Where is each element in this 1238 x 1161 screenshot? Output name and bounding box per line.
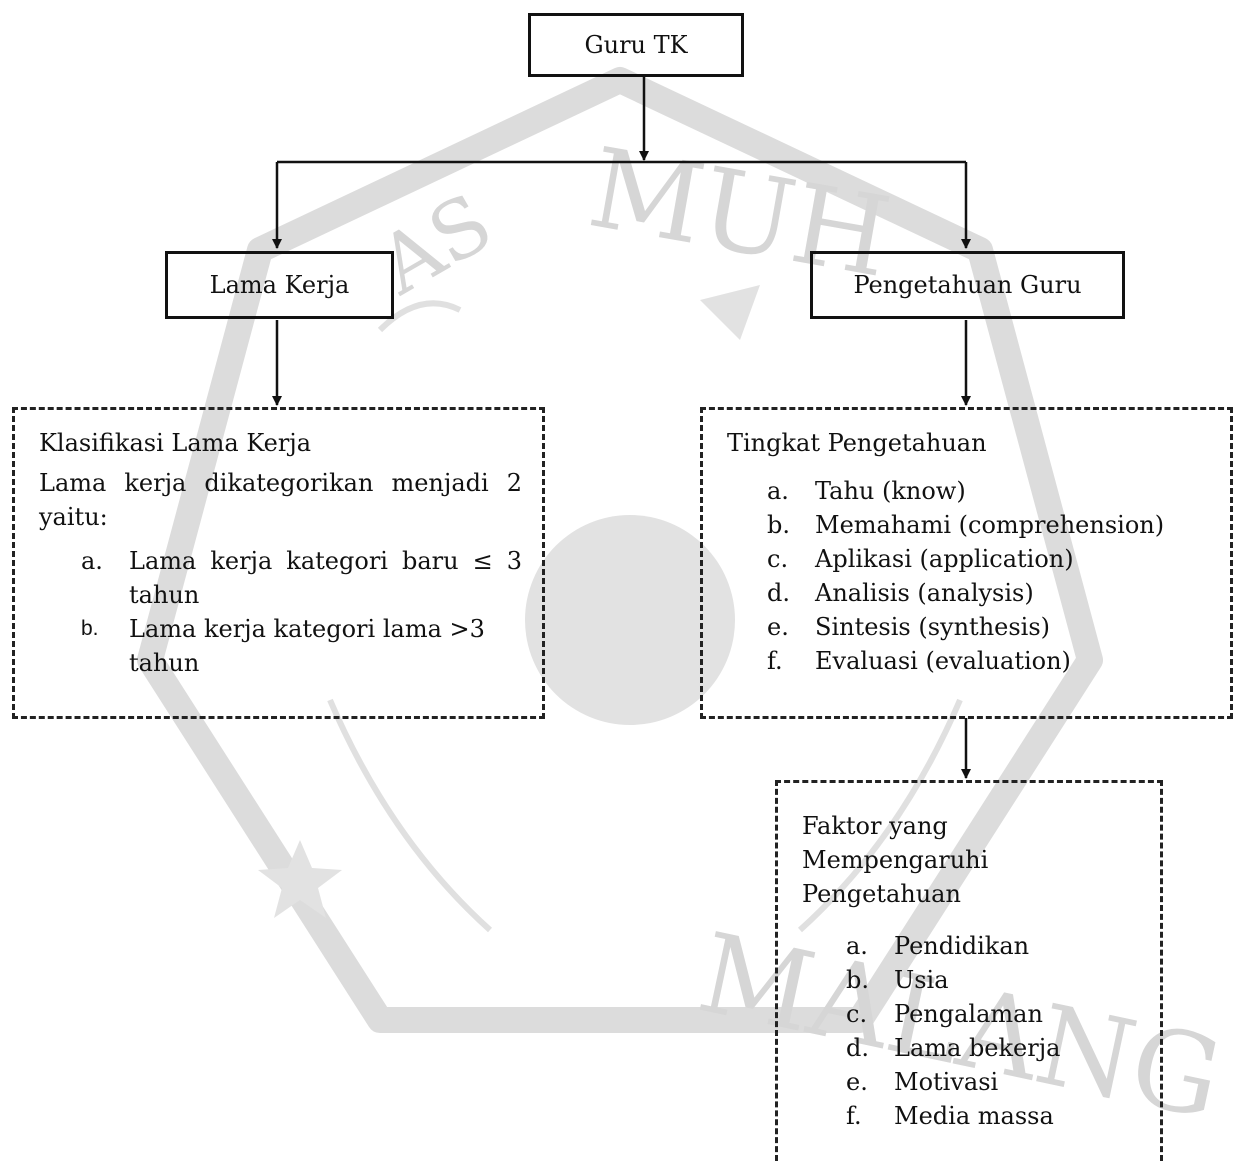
list-marker: d.	[846, 1034, 869, 1062]
faktor-list: a. Pendidikan b. Usia c. Pengalaman d. Lama …	[802, 929, 1140, 1133]
list-text: Usia	[894, 966, 949, 994]
klasifikasi-heading: Klasifikasi Lama Kerja	[39, 429, 312, 457]
list-item: b. Lama kerja kategori lama >3 tahun	[81, 612, 522, 680]
list-text: Lama kerja kategori baru ≤ 3 tahun	[129, 547, 522, 609]
klasifikasi-lama-kerja-box: Klasifikasi Lama Kerja Lama kerja dikate…	[12, 407, 545, 719]
list-marker: b.	[846, 966, 869, 994]
list-text: Pengalaman	[894, 1000, 1043, 1028]
root-node: Guru TK	[528, 13, 744, 77]
lama-kerja-label: Lama Kerja	[209, 271, 350, 299]
faktor-pengetahuan-box: Faktor yang Mempengaruhi Pengetahuan a. P…	[775, 780, 1163, 1161]
list-item: e. Sintesis (synthesis)	[767, 610, 1210, 644]
tingkat-list: a. Tahu (know) b. Memahami (comprehension)…	[727, 474, 1210, 678]
list-text: Pendidikan	[894, 932, 1030, 960]
list-marker: c.	[846, 1000, 868, 1028]
list-marker: a.	[767, 477, 789, 505]
tingkat-pengetahuan-box: Tingkat Pengetahuan a. Tahu (know) b. Mema…	[700, 407, 1233, 719]
list-item: d. Lama bekerja	[846, 1031, 1140, 1065]
lama-kerja-node: Lama Kerja	[165, 251, 394, 319]
list-item: a. Lama kerja kategori baru ≤ 3 tahun	[81, 544, 522, 612]
list-text: Lama kerja kategori lama >3 tahun	[129, 615, 485, 677]
list-marker: a.	[846, 932, 868, 960]
list-item: a. Tahu (know)	[767, 474, 1210, 508]
list-marker: b.	[767, 511, 790, 539]
pengetahuan-guru-label: Pengetahuan Guru	[853, 271, 1082, 299]
faktor-heading: Faktor yang Mempengaruhi Pengetahuan	[802, 812, 989, 908]
list-marker: c.	[767, 545, 789, 573]
tingkat-heading: Tingkat Pengetahuan	[727, 429, 987, 457]
list-text: Aplikasi (application)	[815, 545, 1074, 573]
list-item: c. Aplikasi (application)	[767, 542, 1210, 576]
list-marker: f.	[846, 1102, 862, 1130]
list-text: Evaluasi (evaluation)	[815, 647, 1071, 675]
lama-kerja-list: a. Lama kerja kategori baru ≤ 3 tahun b.…	[39, 544, 522, 680]
list-text: Analisis (analysis)	[815, 579, 1034, 607]
list-marker: f.	[767, 647, 783, 675]
list-text: Media massa	[894, 1102, 1054, 1130]
pengetahuan-guru-node: Pengetahuan Guru	[810, 251, 1125, 319]
list-item: f. Evaluasi (evaluation)	[767, 644, 1210, 678]
root-label: Guru TK	[584, 31, 688, 59]
list-marker: e.	[767, 613, 789, 641]
list-text: Motivasi	[894, 1068, 999, 1096]
list-item: b. Usia	[846, 963, 1140, 997]
list-text: Memahami (comprehension)	[815, 511, 1165, 539]
list-item: a. Pendidikan	[846, 929, 1140, 963]
list-item: d. Analisis (analysis)	[767, 576, 1210, 610]
list-marker: a.	[81, 547, 103, 575]
list-item: e. Motivasi	[846, 1065, 1140, 1099]
list-marker: d.	[767, 579, 790, 607]
list-text: Lama bekerja	[894, 1034, 1061, 1062]
list-item: c. Pengalaman	[846, 997, 1140, 1031]
list-text: Tahu (know)	[815, 477, 966, 505]
list-marker: b.	[81, 617, 99, 640]
list-text: Sintesis (synthesis)	[815, 613, 1051, 641]
klasifikasi-text: Lama kerja dikategorikan menjadi 2 yaitu…	[39, 469, 522, 531]
list-item: b. Memahami (comprehension)	[767, 508, 1210, 542]
list-item: f. Media massa	[846, 1099, 1140, 1133]
list-marker: e.	[846, 1068, 868, 1096]
